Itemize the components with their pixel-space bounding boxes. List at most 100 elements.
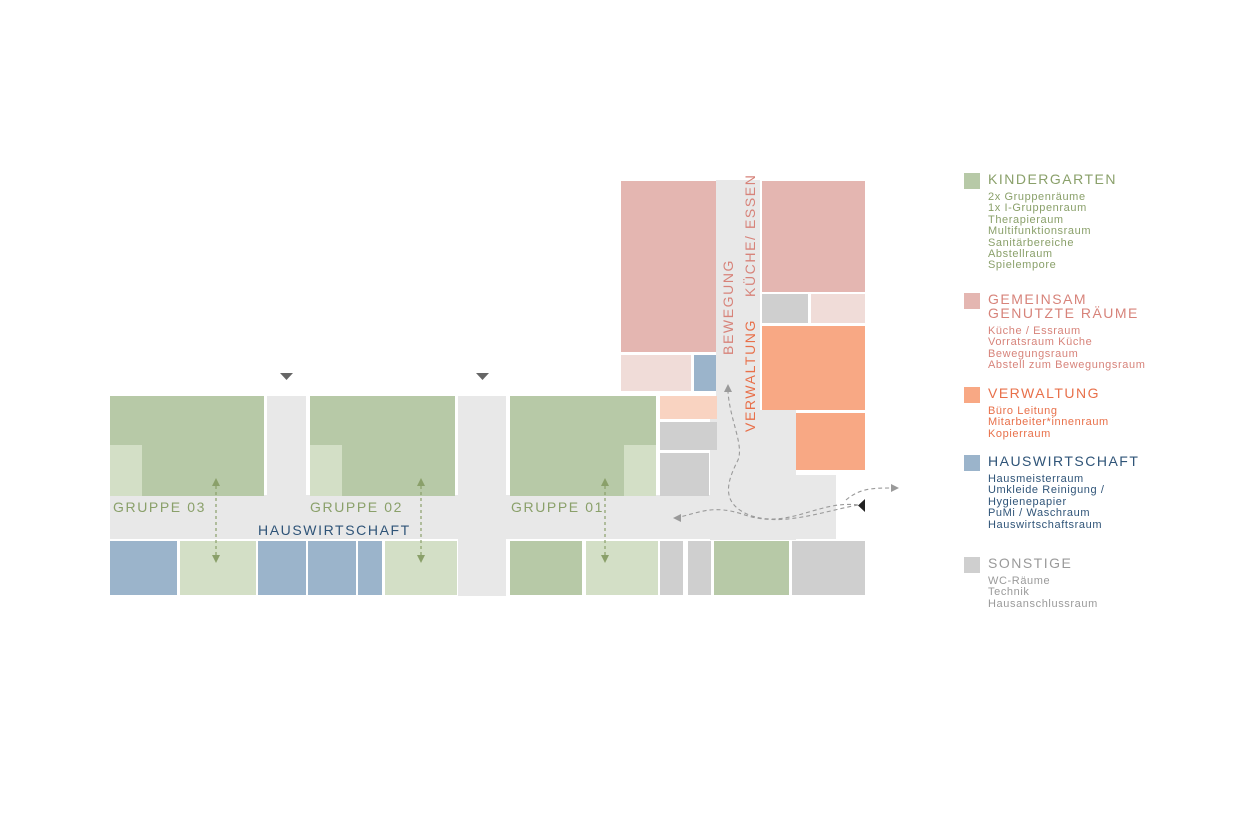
label-verwaltung: VERWALTUNG	[742, 319, 758, 432]
legend-swatch	[964, 557, 980, 573]
legend-item: Hygienepapier	[988, 495, 1067, 508]
central-rooms	[660, 396, 717, 496]
kueche-essraum	[762, 181, 865, 292]
mitarbeiterraum	[796, 413, 865, 470]
abstell-bewegungsraum	[621, 355, 691, 391]
legend-item: Bewegungsraum	[988, 347, 1079, 360]
label-hauswirtschaft: HAUSWIRTSCHAFT	[258, 522, 411, 538]
hausanschlussraum	[792, 541, 865, 595]
entrance-arrow-icon	[280, 373, 293, 380]
vorratsraum-kueche	[811, 294, 865, 323]
hausmeister-room	[694, 355, 716, 391]
hw-room-1	[110, 541, 177, 595]
label-gruppe-02: GRUPPE 02	[310, 499, 403, 515]
legend-item: Spielempore	[988, 259, 1057, 272]
legend-swatch	[964, 387, 980, 403]
arrowhead-icon	[601, 478, 609, 486]
legend-item: PuMi / Waschraum	[988, 507, 1091, 520]
legend-item: Umkleide Reinigung /	[988, 484, 1105, 497]
floor-plan: GRUPPE 03 GRUPPE 02 GRUPPE 01 HAUSWIRTSC…	[110, 174, 899, 596]
legend-item: Kopierraum	[988, 427, 1051, 440]
label-kueche-essen: KÜCHE/ ESSEN	[741, 174, 758, 297]
label-gruppe-03: GRUPPE 03	[113, 499, 206, 515]
legend-swatch	[964, 173, 980, 189]
legend-swatch	[964, 455, 980, 471]
path-to-bewegung	[727, 391, 859, 520]
legend-title: KINDERGARTEN	[988, 171, 1117, 187]
legend-title: SONSTIGE	[988, 555, 1073, 571]
group-02-rooms	[310, 396, 455, 496]
hw-room-4	[358, 541, 382, 595]
wc-room-3	[688, 541, 711, 595]
path-to-outside	[845, 487, 893, 501]
group-01-annex	[624, 445, 656, 496]
vorrat-grey-room	[762, 294, 808, 323]
arrowhead-icon	[724, 384, 732, 392]
label-bewegung: BEWEGUNG	[720, 259, 736, 355]
legend-item: Mitarbeiter*innenraum	[988, 416, 1109, 429]
hw-room-3	[308, 541, 356, 595]
legend-item: Therapieraum	[988, 213, 1064, 226]
path-arrowheads	[673, 384, 899, 522]
arrowhead-icon	[417, 478, 425, 486]
sanitary-01	[586, 541, 658, 595]
shared-rooms	[621, 181, 865, 391]
passage-2-1	[458, 396, 506, 596]
legend-item: Abstell zum Bewegungsraum	[988, 359, 1146, 372]
legend-item: 2x Gruppenräume	[988, 191, 1086, 203]
admin-small-room	[660, 396, 717, 419]
legend-item: Multifunktionsraum	[988, 225, 1092, 238]
legend-item: Hauswirtschaftsraum	[988, 518, 1103, 531]
legend-item: Vorratsraum Küche	[988, 336, 1093, 349]
legend-item: Hausmeisterraum	[988, 473, 1084, 485]
circulation-paths	[679, 391, 893, 521]
group-02-annex	[310, 445, 342, 496]
passage-3-2	[267, 396, 306, 496]
legend-item: Küche / Essraum	[988, 325, 1081, 337]
circulation-areas	[110, 180, 836, 596]
legend-title: HAUSWIRTSCHAFT	[988, 453, 1140, 469]
entrance-arrow-icon	[476, 373, 489, 380]
legend-item: WC-Räume	[988, 575, 1051, 587]
arrowhead-icon	[417, 555, 425, 563]
group-03-rooms	[110, 396, 264, 496]
legend-title: VERWALTUNG	[988, 385, 1100, 401]
technik-room	[660, 422, 717, 450]
arrowhead-icon	[891, 484, 899, 492]
arrowhead-icon	[212, 555, 220, 563]
legend-item: Sanitärbereiche	[988, 236, 1075, 249]
buero-leitung	[762, 326, 865, 410]
legend-item: Hausanschlussraum	[988, 597, 1098, 610]
sanitary-02	[385, 541, 457, 595]
arrowhead-icon	[601, 555, 609, 563]
group-01-rooms	[510, 396, 656, 496]
legend-title: GEMEINSAM GENUTZTE RÄUME	[988, 291, 1139, 321]
path-to-groups	[679, 504, 859, 521]
legend-item: Abstellraum	[988, 248, 1053, 261]
entrance-markers	[280, 373, 865, 512]
sanitary-03	[180, 541, 256, 595]
legend-item: 1x I-Gruppenraum	[988, 202, 1087, 215]
hw-room-2	[258, 541, 306, 595]
therapy-room	[510, 541, 582, 595]
legend-swatch	[964, 293, 980, 309]
label-gruppe-01: GRUPPE 01	[511, 499, 604, 515]
administration-rooms	[762, 326, 865, 470]
main-entrance-arrow-icon	[858, 499, 865, 512]
arrowhead-icon	[673, 514, 681, 522]
bewegungsraum	[621, 181, 716, 352]
multifunktionsraum	[714, 541, 789, 595]
connection-arrowheads	[212, 478, 609, 563]
group-03-annex	[110, 445, 142, 496]
